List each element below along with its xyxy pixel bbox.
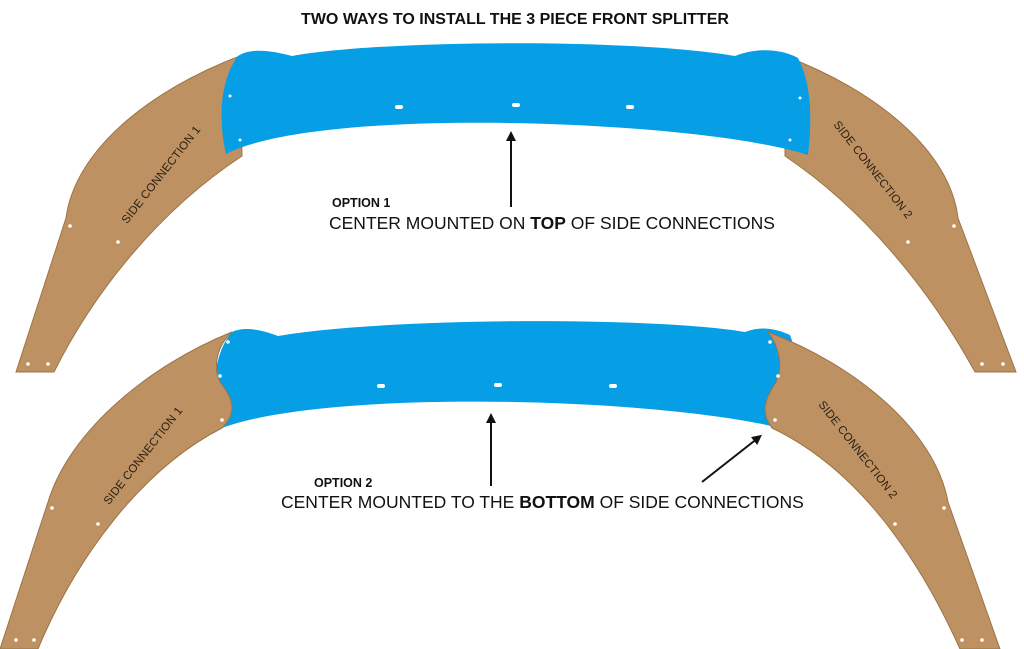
option-2-label: OPTION 2 — [314, 476, 372, 490]
option-2-center-piece — [214, 321, 796, 428]
option-1-caption-pre: CENTER MOUNTED ON — [329, 213, 530, 233]
option-1-center-holes — [228, 94, 802, 142]
option-1-center-piece — [221, 43, 811, 155]
option-2-center-holes — [377, 383, 617, 388]
option-2-caption-em: BOTTOM — [519, 492, 595, 512]
option-1-caption-post: OF SIDE CONNECTIONS — [566, 213, 775, 233]
option-2-side-connection-1 — [0, 331, 233, 649]
option-2-arrow-side — [701, 434, 762, 483]
option-2-diagram: SIDE CONNECTION 1 SIDE CONNECTION 2 OPTI… — [0, 321, 1001, 649]
page-title: TWO WAYS TO INSTALL THE 3 PIECE FRONT SP… — [301, 11, 729, 28]
option-2-caption-post: OF SIDE CONNECTIONS — [595, 492, 804, 512]
option-2-side-holes — [14, 340, 984, 642]
option-1-label: OPTION 1 — [332, 196, 390, 210]
option-1-side-connection-1 — [15, 55, 243, 373]
option-2-side-connection-2 — [764, 330, 1001, 649]
option-1-side-connection-2 — [784, 55, 1017, 373]
option-1-side-holes — [26, 224, 1005, 366]
option-2-caption-pre: CENTER MOUNTED TO THE — [281, 492, 519, 512]
option-2-caption: CENTER MOUNTED TO THE BOTTOM OF SIDE CON… — [281, 492, 804, 512]
option-1-diagram: SIDE CONNECTION 1 SIDE CONNECTION 2 OPTI… — [15, 43, 1017, 373]
option-1-caption-em: TOP — [530, 213, 566, 233]
option-1-caption: CENTER MOUNTED ON TOP OF SIDE CONNECTION… — [329, 213, 775, 233]
